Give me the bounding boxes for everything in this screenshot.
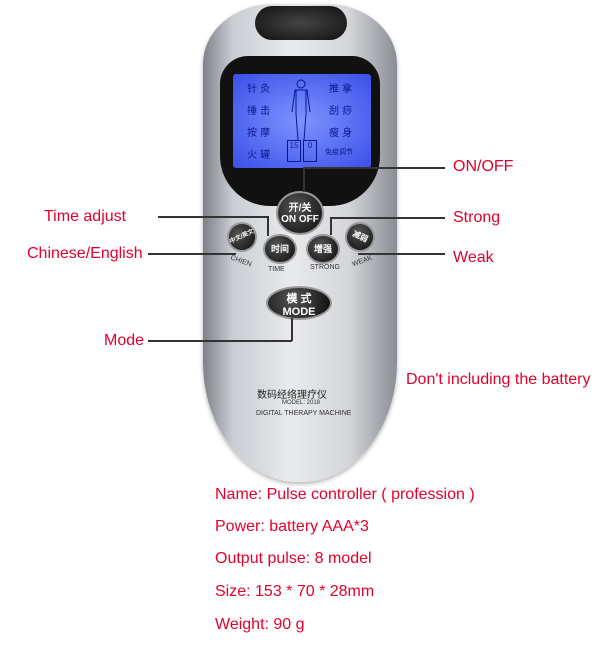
callout-line: [303, 167, 445, 169]
button-caption: TIME: [268, 266, 285, 273]
battery-note: Don't including the battery: [406, 371, 591, 388]
callout-strong: Strong: [453, 209, 501, 226]
callout-line: [330, 217, 445, 219]
power-label-en: ON OFF: [281, 214, 319, 225]
spec-weight: Weight: 90 g: [215, 616, 305, 633]
mode-label-en: MODE: [282, 306, 316, 318]
body-figure-icon: [291, 79, 311, 141]
screen-label: 瘦 身: [329, 128, 353, 139]
button-caption: STRONG: [310, 264, 340, 271]
intensity-display: 0: [303, 140, 317, 162]
spec-output: Output pulse: 8 model: [215, 550, 372, 567]
device-top-panel: [255, 6, 347, 40]
callout-line: [158, 216, 268, 218]
screen-label: 免疫调节: [325, 148, 353, 156]
brand-cn: 数码经络理疗仪: [257, 390, 327, 401]
callout-line: [291, 318, 293, 341]
screen-label: 针 灸: [247, 84, 271, 95]
time-button[interactable]: 时间: [263, 234, 297, 264]
callout-chinese-english: Chinese/English: [27, 245, 143, 262]
callout-line: [267, 216, 269, 236]
spec-power: Power: battery AAA*3: [215, 518, 369, 535]
callout-time-adjust: Time adjust: [44, 208, 127, 225]
spec-name: Name: Pulse controller ( profession ): [215, 486, 475, 503]
screen-label: 按 摩: [247, 128, 271, 139]
callout-mode: Mode: [104, 332, 145, 349]
spec-size: Size: 153 * 70 * 28mm: [215, 583, 375, 600]
timer-display: 15: [287, 140, 301, 162]
screen-label: 刮 痧: [329, 106, 353, 117]
callout-weak: Weak: [453, 249, 494, 266]
callout-line: [303, 168, 305, 192]
model-label: MODEL: 2018: [282, 400, 321, 406]
mode-label-cn: 模 式: [286, 293, 312, 305]
screen-label: 火 罐: [247, 150, 271, 161]
lcd-screen: 针 灸 推 拿 捶 击 刮 痧 按 摩 瘦 身 火 罐 免疫调节 15 0: [233, 74, 371, 168]
screen-label: 捶 击: [247, 106, 271, 117]
power-label-cn: 开/关: [288, 203, 312, 214]
callout-line: [330, 217, 332, 235]
strong-button[interactable]: 增强: [306, 234, 340, 264]
callout-line: [358, 253, 445, 255]
screen-label: 推 拿: [329, 84, 353, 95]
callout-line: [148, 340, 292, 342]
callout-line: [148, 253, 236, 255]
callout-on-off: ON/OFF: [453, 158, 514, 175]
brand-en: DIGITAL THERAPY MACHINE: [256, 410, 352, 417]
